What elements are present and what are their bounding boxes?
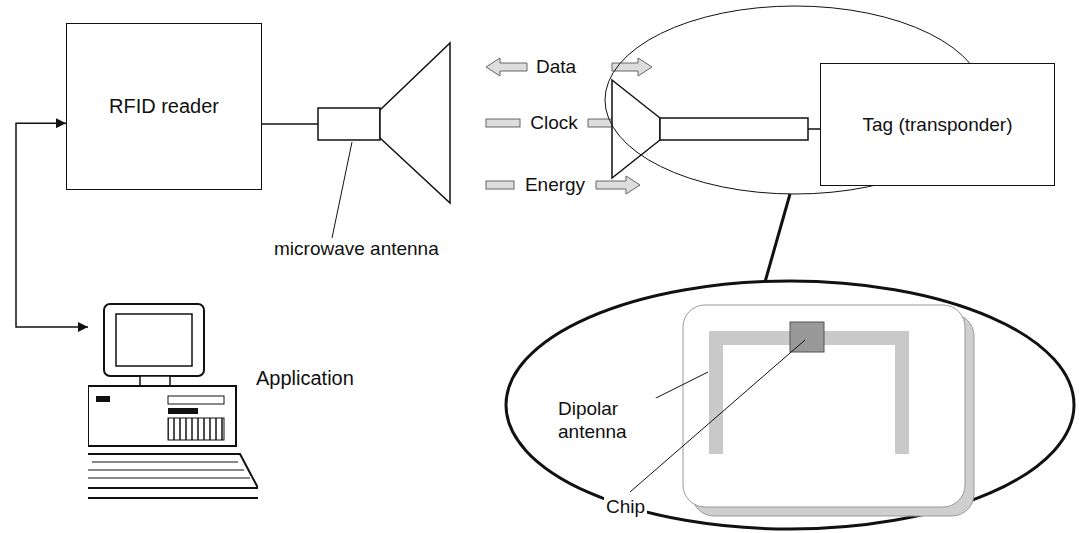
zoom-link: [765, 194, 790, 282]
application-computer: Application: [88, 296, 388, 514]
box-title: RFID reader: [109, 94, 219, 119]
leader-line: [652, 372, 708, 400]
box-title: Tag (transponder): [863, 113, 1013, 137]
detail-ellipse: [506, 281, 1074, 529]
tag-card: [683, 305, 974, 516]
part-label: Chip: [604, 496, 647, 519]
leader-line: [332, 142, 352, 238]
part-label: microwave antenna: [272, 238, 441, 261]
signal-label: Data: [534, 56, 578, 79]
component-box: RFID reader: [66, 23, 262, 190]
reader-antenna: [262, 43, 450, 203]
application-label: Application: [256, 366, 354, 391]
signal-label: Clock: [528, 112, 580, 135]
computer-icon: [88, 296, 258, 514]
signal-label: Energy: [523, 174, 587, 197]
tag-antenna: [612, 80, 820, 178]
component-box: Tag (transponder): [820, 63, 1055, 186]
part-label: Dipolar antenna: [556, 398, 670, 444]
